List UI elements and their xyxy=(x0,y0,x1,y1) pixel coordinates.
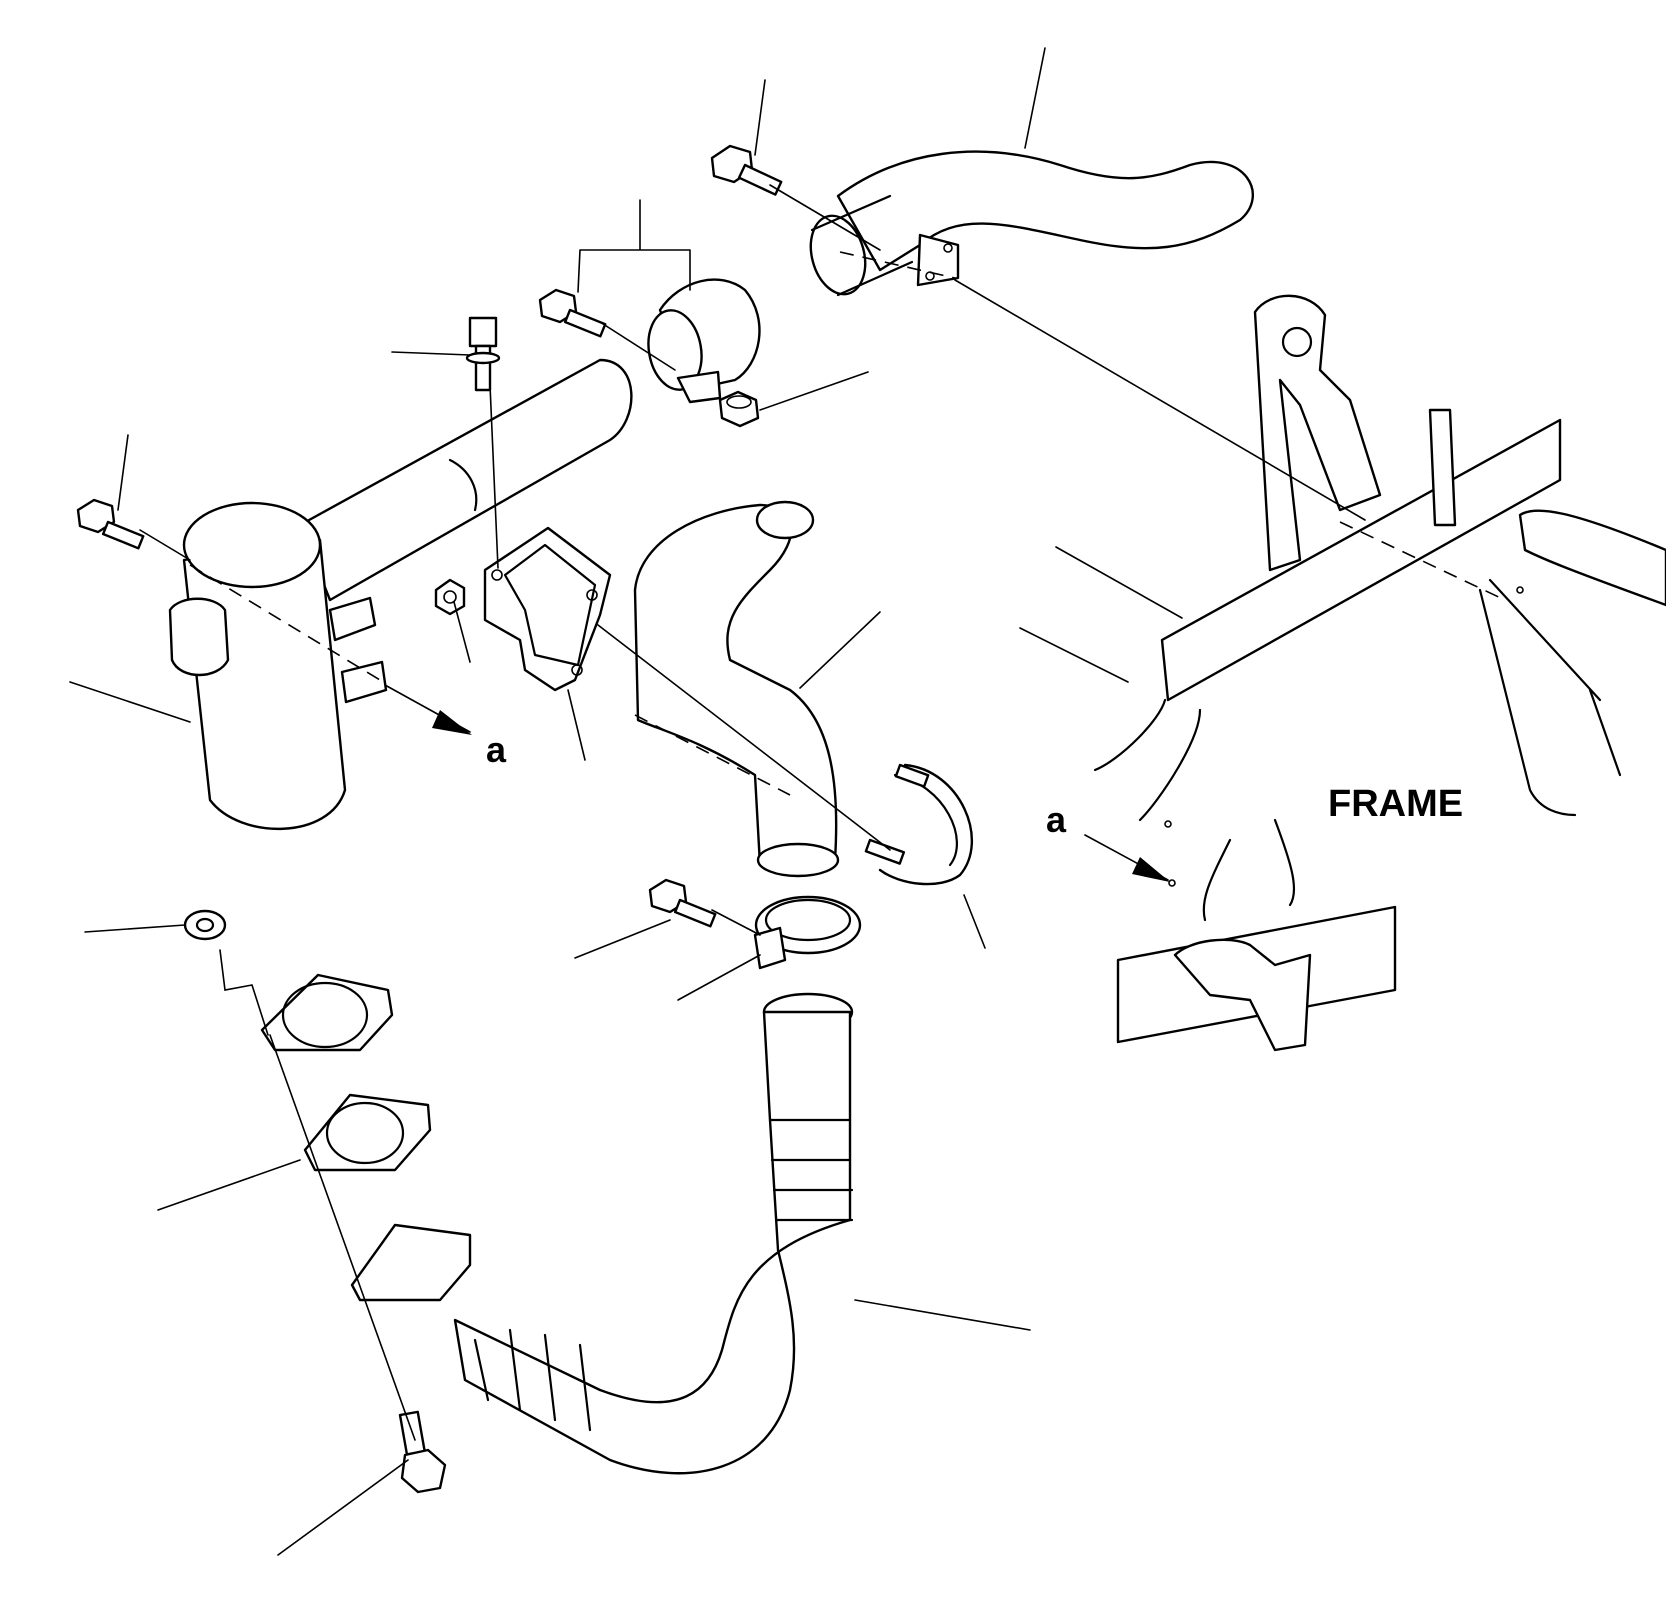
u-bolt xyxy=(864,763,974,886)
reference-label-a-right: a xyxy=(1046,799,1067,840)
leader-lines xyxy=(69,47,1366,1556)
bracket xyxy=(483,526,612,692)
bolt-bottom xyxy=(398,1410,447,1494)
bolt-muffler xyxy=(76,498,145,550)
flex-pipe xyxy=(453,992,854,1475)
reference-label-a-left: a xyxy=(486,729,507,770)
frame xyxy=(1093,294,1666,1052)
nut-bracket xyxy=(434,578,466,616)
bolt-clamp-top xyxy=(538,288,607,338)
bolt-vertical xyxy=(465,316,501,392)
arrow-a-right xyxy=(1084,834,1170,882)
washer xyxy=(183,909,227,941)
frame-label: FRAME xyxy=(1328,783,1463,825)
gasket xyxy=(303,1093,432,1172)
elbow-pipe xyxy=(633,500,840,878)
flange-lower xyxy=(350,1223,472,1302)
tail-pipe-top xyxy=(809,150,1254,297)
clamp-top xyxy=(647,278,761,404)
nut-top xyxy=(718,390,760,428)
bolt-ring-clamp xyxy=(648,878,717,928)
arrow-a-left xyxy=(384,684,472,735)
ring-clamp xyxy=(753,895,862,970)
muffler xyxy=(168,358,633,830)
dashed-centerlines xyxy=(189,251,1506,796)
bolt-top xyxy=(710,144,783,196)
flange-upper xyxy=(260,973,394,1052)
